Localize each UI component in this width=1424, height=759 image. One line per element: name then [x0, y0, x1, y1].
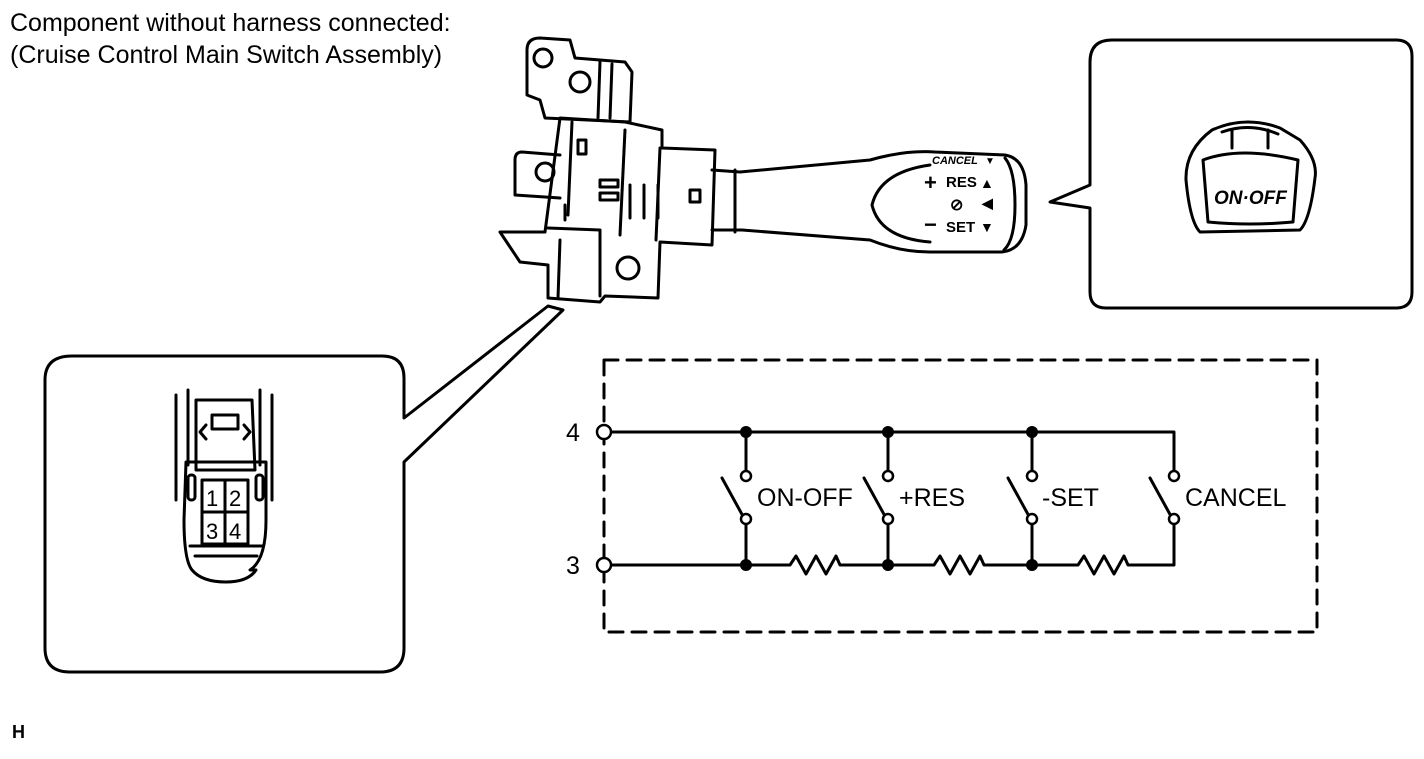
lever-down-arrow: ▼ — [980, 219, 994, 235]
terminal-3-label: 3 — [566, 552, 580, 580]
schematic-labels: 4 3 ON-OFF +RES -SET CANCEL — [566, 419, 1287, 580]
on-off-button-label: ON·OFF — [1214, 188, 1288, 209]
lever-face-labels: CANCEL ▼ + RES ▲ ⊘ ◀ − SET ▼ — [924, 155, 995, 237]
schematic — [602, 358, 1319, 634]
caption-line-1: Component without harness connected: — [10, 9, 451, 37]
lever-set-label: SET — [946, 219, 975, 236]
schematic-nodes — [595, 423, 1181, 574]
figure-code: H — [12, 722, 25, 742]
lever-cancel-label: CANCEL — [932, 155, 978, 167]
lever-left-arrow: ◀ — [981, 195, 993, 211]
lever-cancel-arrow: ▼ — [985, 156, 995, 167]
button-callout — [1048, 38, 1414, 310]
switch-assembly-drawing — [498, 36, 717, 304]
lever-minus-sign: − — [924, 212, 937, 237]
connector-callout — [43, 304, 565, 674]
lever-plus-sign: + — [924, 170, 937, 195]
cruise-icon: ⊘ — [950, 197, 963, 214]
pin-1: 1 — [206, 486, 218, 511]
lever-up-arrow: ▲ — [980, 175, 994, 191]
lever-res-label: RES — [946, 174, 977, 191]
pin-3: 3 — [206, 519, 218, 544]
switch-label-set: -SET — [1042, 484, 1099, 512]
lever-stalk-drawing — [710, 150, 1028, 254]
terminal-4-label: 4 — [566, 419, 580, 447]
connector-pins: 1 2 3 4 — [206, 486, 241, 544]
pin-2: 2 — [229, 486, 241, 511]
caption-line-2: (Cruise Control Main Switch Assembly) — [10, 41, 443, 69]
pin-4: 4 — [229, 519, 241, 544]
switch-label-res: +RES — [899, 484, 965, 512]
switch-label-on-off: ON-OFF — [757, 484, 853, 512]
switch-label-cancel: CANCEL — [1185, 484, 1287, 512]
